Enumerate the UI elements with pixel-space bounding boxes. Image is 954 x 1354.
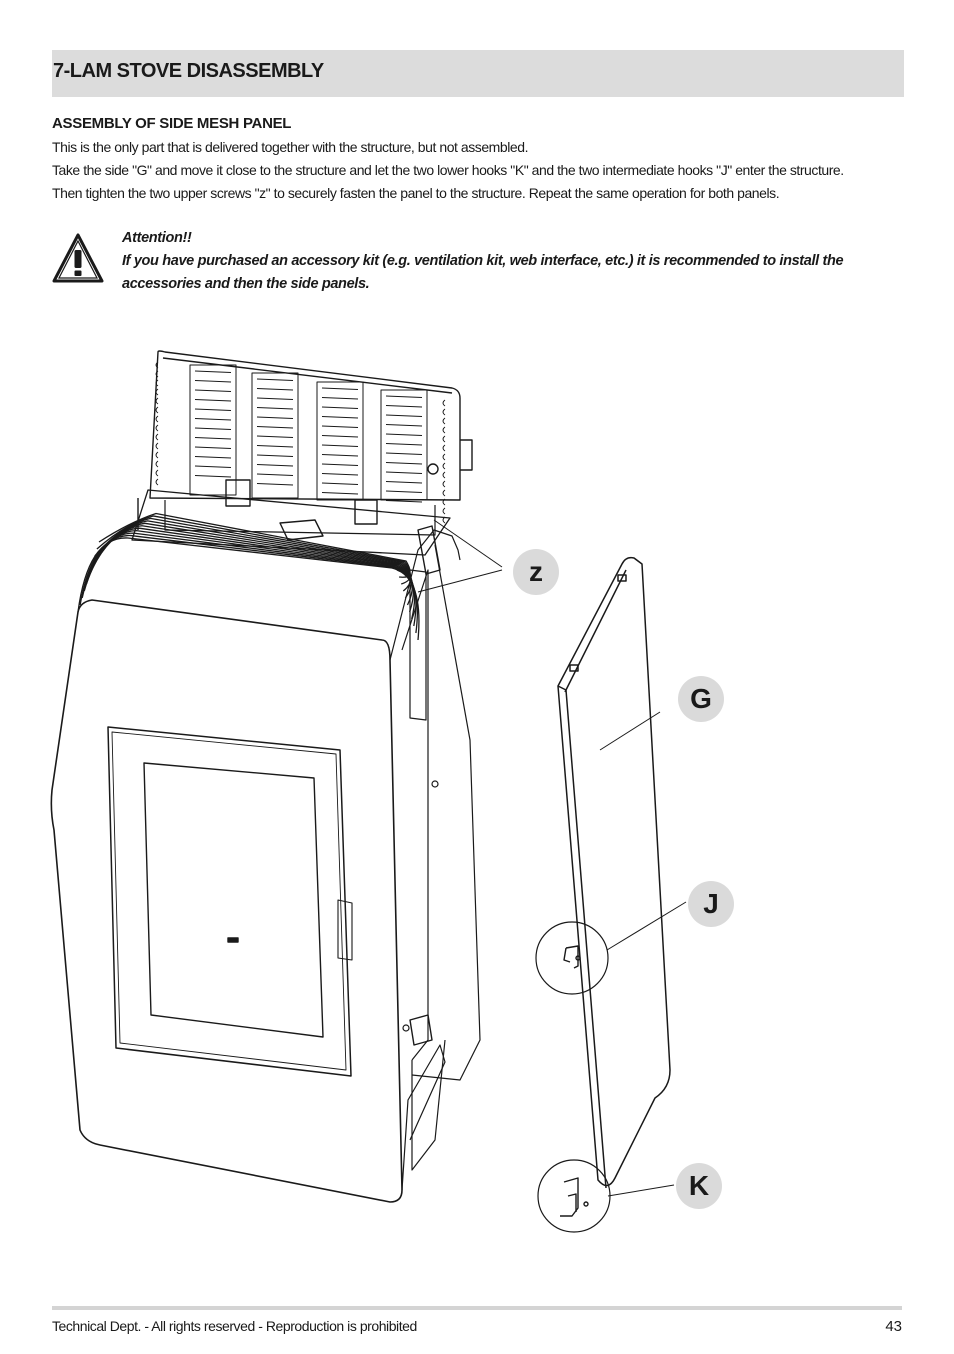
stove-disassembly-diagram bbox=[50, 350, 687, 1233]
page-number: 43 bbox=[885, 1318, 902, 1335]
footer-copyright: Technical Dept. - All rights reserved - … bbox=[52, 1318, 417, 1334]
paragraph-1: This is the only part that is delivered … bbox=[52, 139, 529, 155]
side-structure bbox=[389, 529, 481, 1191]
callout-z: z bbox=[513, 549, 559, 595]
warning-triangle-icon bbox=[52, 233, 104, 283]
top-grille-panel bbox=[149, 350, 473, 536]
subsection-heading: ASSEMBLY OF SIDE MESH PANEL bbox=[52, 115, 292, 132]
callout-k-label: K bbox=[688, 1170, 710, 1201]
callout-g: G bbox=[678, 676, 724, 722]
page-title: 7-LAM STOVE DISASSEMBLY bbox=[53, 60, 324, 82]
paragraph-3: Then tighten the two upper screws "z" to… bbox=[52, 185, 780, 201]
attention-line-2: accessories and then the side panels. bbox=[122, 276, 370, 292]
structure-brackets bbox=[409, 525, 441, 1046]
paragraph-2: Take the side "G" and move it close to t… bbox=[52, 162, 844, 178]
z-leader-lines bbox=[417, 519, 503, 593]
callout-z-label: z bbox=[529, 556, 543, 587]
footer-divider bbox=[52, 1306, 902, 1310]
callout-k: K bbox=[676, 1163, 722, 1209]
hook-j-detail bbox=[535, 901, 687, 995]
stove-front bbox=[50, 599, 403, 1203]
section-header: 7-LAM STOVE DISASSEMBLY bbox=[52, 50, 904, 97]
callout-g-label: G bbox=[690, 683, 712, 714]
attention-title: Attention!! bbox=[122, 230, 192, 246]
attention-line-1: If you have purchased an accessory kit (… bbox=[122, 253, 844, 269]
side-panel-g bbox=[557, 556, 671, 1189]
callout-j-label: J bbox=[703, 888, 719, 919]
hook-k-detail bbox=[537, 1159, 675, 1233]
callout-j: J bbox=[688, 881, 734, 927]
